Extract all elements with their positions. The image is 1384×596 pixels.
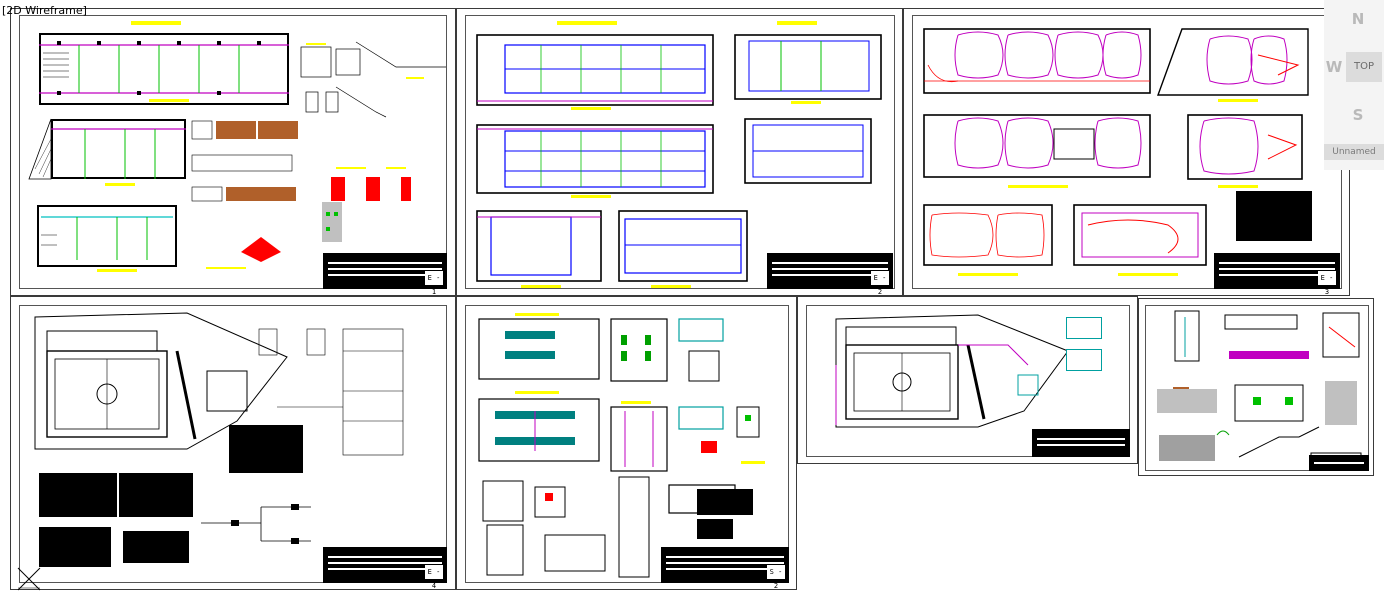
load-table	[39, 527, 111, 567]
title-block: E - 2	[767, 253, 893, 296]
sheet-number: E - 1	[425, 271, 443, 296]
construction-details	[1157, 310, 1362, 466]
viewcube[interactable]: N W TOP S Unnamed	[1324, 0, 1384, 170]
sheet-7-border	[1145, 305, 1369, 471]
sheet-4-border	[19, 305, 447, 583]
sheet-2-border	[465, 15, 895, 289]
notes-box	[123, 531, 189, 563]
electrical-plans	[923, 28, 1309, 276]
site-plan	[34, 312, 404, 456]
viewport-visual-style-label[interactable]: [2D Wireframe]	[2, 4, 87, 17]
drawing-sheet-1: E - 1	[10, 8, 456, 296]
plan-title-bar	[777, 21, 817, 25]
floor-plan	[39, 33, 289, 105]
floor-plan-details	[28, 118, 186, 186]
title-block	[1032, 429, 1130, 457]
construction-details	[191, 41, 446, 269]
sheet-6-border	[806, 305, 1130, 457]
sanitary-plans	[478, 313, 765, 578]
site-plan	[835, 314, 1069, 428]
sheet-1-border	[19, 15, 447, 289]
title-block: S - 2	[661, 547, 789, 590]
viewcube-north[interactable]: N	[1351, 10, 1365, 28]
sheet-number: E - 4	[425, 565, 443, 590]
floor-plan	[37, 205, 177, 267]
title-block: E - 1	[323, 253, 447, 296]
floor-plan-details	[41, 216, 173, 272]
sheet-5-border	[465, 305, 789, 583]
legend-table	[1066, 317, 1102, 339]
load-table	[229, 425, 303, 473]
drawing-sheet-2: E - 2	[456, 8, 903, 296]
drawing-sheet-5: S - 2	[456, 296, 797, 590]
title-block: E - 3	[1214, 253, 1340, 296]
drawing-sheet-7	[1138, 298, 1374, 476]
legend-table	[1236, 191, 1312, 241]
drawing-sheet-4: E - 4	[10, 296, 456, 590]
title-block	[1309, 455, 1369, 471]
plan-title-bar	[557, 21, 617, 25]
single-line-diagram	[201, 504, 311, 544]
sheet-number: S - 2	[767, 565, 785, 590]
ucs-menu[interactable]: Unnamed	[1324, 144, 1384, 160]
viewcube-top-face[interactable]: TOP	[1346, 52, 1382, 82]
drawing-sheet-3: E - 3	[903, 8, 1350, 296]
viewcube-west[interactable]: W	[1325, 58, 1343, 76]
floor-plan-details	[39, 41, 289, 102]
viewcube-south[interactable]: S	[1352, 106, 1364, 124]
load-table	[39, 473, 117, 517]
ucs-icon	[17, 567, 41, 591]
title-block: E - 4	[323, 547, 447, 590]
plan-title-bar	[131, 21, 181, 25]
notes-box	[697, 519, 733, 539]
load-table	[119, 473, 193, 517]
floor-plan	[51, 119, 186, 179]
sheet-number: E - 3	[1318, 271, 1336, 296]
sheet-number: E - 2	[871, 271, 889, 296]
legend-table	[697, 489, 753, 515]
drawing-sheet-6	[797, 296, 1138, 464]
legend-table	[1066, 349, 1102, 371]
lighting-plans	[476, 34, 882, 288]
